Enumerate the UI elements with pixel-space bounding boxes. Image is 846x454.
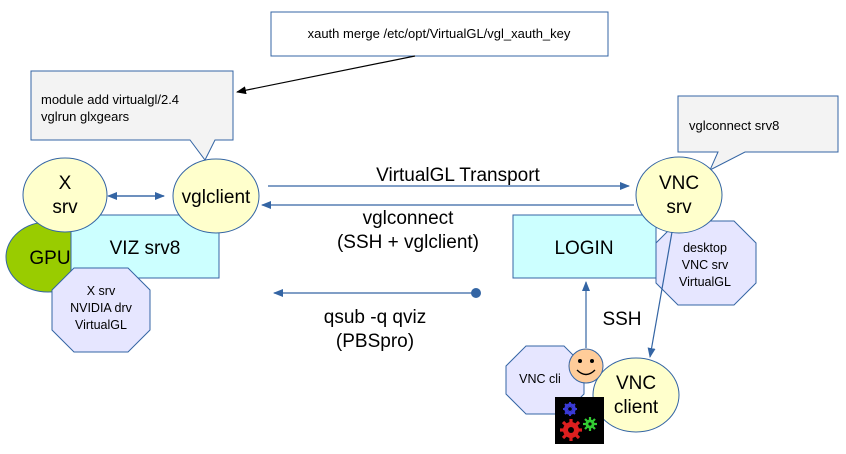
module-command-text: module add virtualgl/2.4 [41,92,179,107]
login-stack-octagon: desktop VNC srv VirtualGL [655,220,757,306]
gears-icon [555,397,604,444]
login-stack-line1: desktop [683,241,727,255]
viz-stack-line1: X srv [87,284,116,298]
vglrun-command-text: vglrun glxgears [41,109,130,124]
login-box [512,214,657,279]
vglconnect-callout-shape [677,95,839,172]
viz-stack-octagon: X srv NVIDIA drv VirtualGL [51,267,151,353]
vnc-client-label-line1: VNC [616,373,656,394]
ssh-label: SSH [602,309,641,330]
login-label: LOGIN [554,238,613,259]
vnc-cli-label: VNC cli [519,372,561,386]
vnc-client-shape [592,357,680,433]
vnc-srv-label-line1: VNC [659,173,699,194]
viz-srv8-label: VIZ srv8 [110,238,181,259]
viz-stack-shape [51,267,151,353]
vnc-srv-shape [635,156,723,234]
xauth-callout-box [270,11,609,57]
viz-stack-line3: VirtualGL [75,318,127,332]
module-callout: module add virtualgl/2.4 vglrun glxgears [30,70,234,161]
xauth-callout: xauth merge /etc/opt/VirtualGL/vgl_xauth… [270,11,609,57]
x-srv-node: X srv [22,157,108,233]
viz-stack-line2: NVIDIA drv [70,301,133,315]
xauth-to-module-arrow [236,55,416,95]
xauth-command-text: xauth merge /etc/opt/VirtualGL/vgl_xauth… [308,26,571,41]
vnc-srv-label-line2: srv [666,197,692,218]
qsub-label-line1: qsub -q qviz [324,307,426,328]
vglconnect-command-text: vglconnect srv8 [689,118,779,133]
x-srv-label-line1: X [59,173,72,194]
vglclient-label: vglclient [182,187,251,208]
vnc-client-node: VNC client [592,357,680,433]
login-stack-line3: VirtualGL [679,275,731,289]
login-stack-shape [655,220,757,306]
vglconnect-callout: vglconnect srv8 [677,95,839,172]
vnc-client-label-line2: client [614,397,659,418]
vnc-srv-node: VNC srv [635,156,723,234]
vnc-srv-to-client-arrow [647,231,673,358]
smiley-face-icon [568,348,604,384]
login-node: LOGIN [512,214,657,279]
vglclient-shape [172,158,260,234]
login-stack-line2: VNC srv [682,258,729,272]
x-srv-shape [22,157,108,233]
virtualgl-transport-label: VirtualGL Transport [376,165,540,186]
x-srv-label-line2: srv [52,197,78,218]
module-callout-shape [30,70,234,161]
vglconnect-label-line2: (SSH + vglclient) [337,232,479,253]
gpu-label: GPU [29,248,70,269]
qsub-origin-dot [471,288,481,298]
qsub-label-line2: (PBSpro) [336,331,414,352]
vglclient-node: vglclient [172,158,260,234]
vglconnect-label-line1: vglconnect [363,208,455,229]
